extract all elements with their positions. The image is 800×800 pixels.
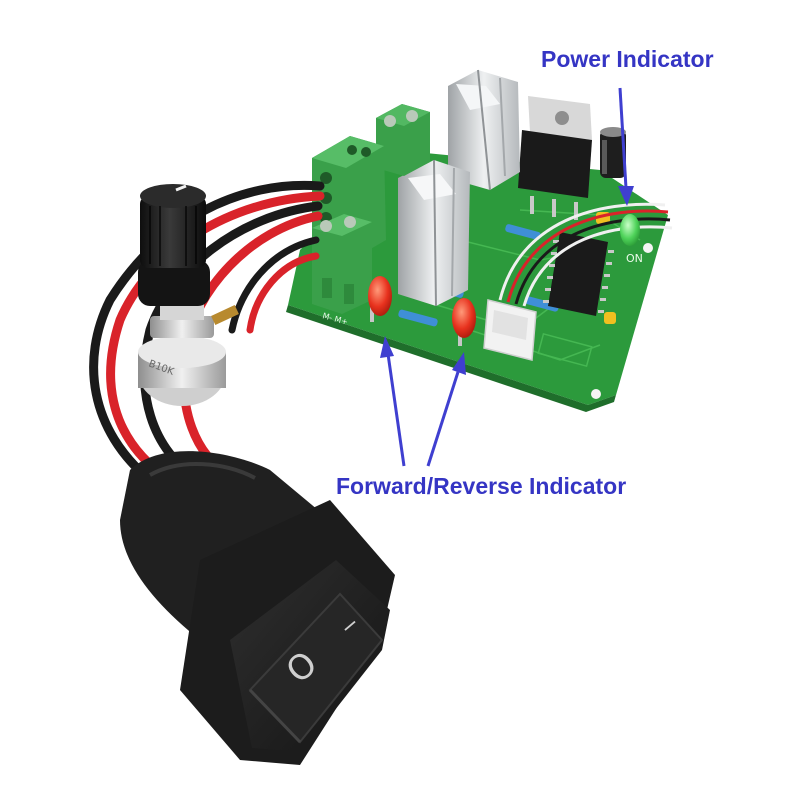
rocker-switch bbox=[180, 500, 395, 765]
mounting-hole bbox=[643, 243, 653, 253]
heatsink-rear bbox=[448, 69, 520, 191]
regulator bbox=[518, 96, 592, 220]
electrolytic-capacitor bbox=[600, 127, 626, 178]
rocker-switch-boot bbox=[120, 451, 330, 640]
wire-connector bbox=[483, 299, 537, 361]
led-reverse bbox=[452, 298, 476, 346]
ic-chip bbox=[543, 232, 614, 316]
terminal-block-upper bbox=[376, 104, 430, 176]
led-power bbox=[620, 214, 640, 246]
heatsink-front bbox=[398, 159, 470, 307]
led-on-label: ON bbox=[626, 252, 643, 265]
forward-indicator-arrow bbox=[380, 336, 406, 467]
power-indicator-arrow bbox=[618, 87, 634, 206]
terminal-block-motor bbox=[312, 214, 372, 314]
power-indicator-label: Power Indicator bbox=[541, 46, 714, 72]
connector-wires bbox=[498, 202, 673, 307]
mounting-hole bbox=[591, 389, 601, 399]
reverse-indicator-arrow bbox=[426, 352, 466, 467]
potentiometer: B10K bbox=[138, 184, 239, 406]
led-forward bbox=[368, 276, 392, 322]
forward-reverse-indicator-label: Forward/Reverse Indicator bbox=[336, 473, 627, 499]
